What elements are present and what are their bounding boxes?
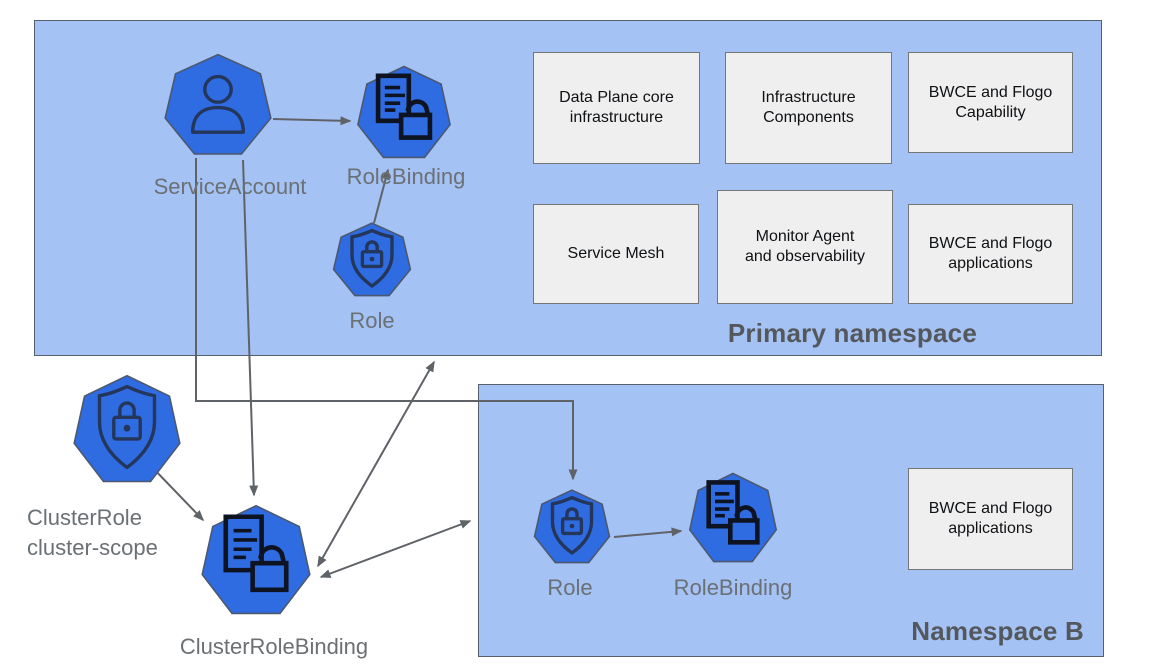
document-lock-icon [378, 76, 430, 138]
node-service-account [163, 53, 273, 160]
node-label-cluster-role-binding: ClusterRoleBinding [179, 634, 369, 659]
node-role-primary [332, 222, 412, 300]
info-box-bwce-flogo-capability: BWCE and Flogo Capability [908, 52, 1073, 153]
info-box-data-plane-core-infrastructure: Data Plane core infrastructure [533, 52, 700, 164]
heptagon-shape [165, 55, 271, 154]
document-lock-icon [226, 517, 286, 590]
node-label-cluster-role: ClusterRole cluster-scope [27, 505, 158, 560]
node-role-binding-primary [356, 65, 452, 163]
document-lock-icon [709, 482, 758, 542]
heptagon-shape [358, 66, 450, 157]
node-label-role-primary: Role [349, 308, 395, 333]
node-role-b [533, 489, 611, 567]
node-label-role-binding-b: RoleBinding [673, 575, 793, 600]
info-box-service-mesh: Service Mesh [533, 204, 699, 304]
heptagon-shape [690, 473, 776, 561]
shield-lock-icon [100, 387, 155, 468]
info-box-bwce-flogo-applications-b: BWCE and Flogo applications [908, 468, 1073, 570]
node-cluster-role-binding [200, 504, 312, 620]
node-role-binding-b [688, 472, 778, 567]
user-icon [193, 77, 244, 133]
node-cluster-role [72, 374, 182, 488]
info-box-bwce-flogo-applications-primary: BWCE and Flogo applications [908, 204, 1073, 304]
info-box-monitor-agent-observability: Monitor Agent and observability [717, 190, 893, 304]
namespace-b-title: Namespace B [911, 616, 1084, 646]
node-label-service-account: ServiceAccount [153, 174, 307, 199]
node-label-role-binding-primary: RoleBinding [346, 164, 466, 189]
edge-clusterrolebinding-namespace-b [319, 520, 472, 578]
shield-lock-icon [553, 498, 592, 553]
edge-clusterrolebinding-primary-namespace [317, 360, 435, 568]
heptagon-shape [202, 506, 310, 614]
info-box-infrastructure-components: Infrastructure Components [725, 52, 892, 164]
primary-namespace-title: Primary namespace [727, 318, 977, 348]
node-label-role-b: Role [547, 575, 593, 600]
